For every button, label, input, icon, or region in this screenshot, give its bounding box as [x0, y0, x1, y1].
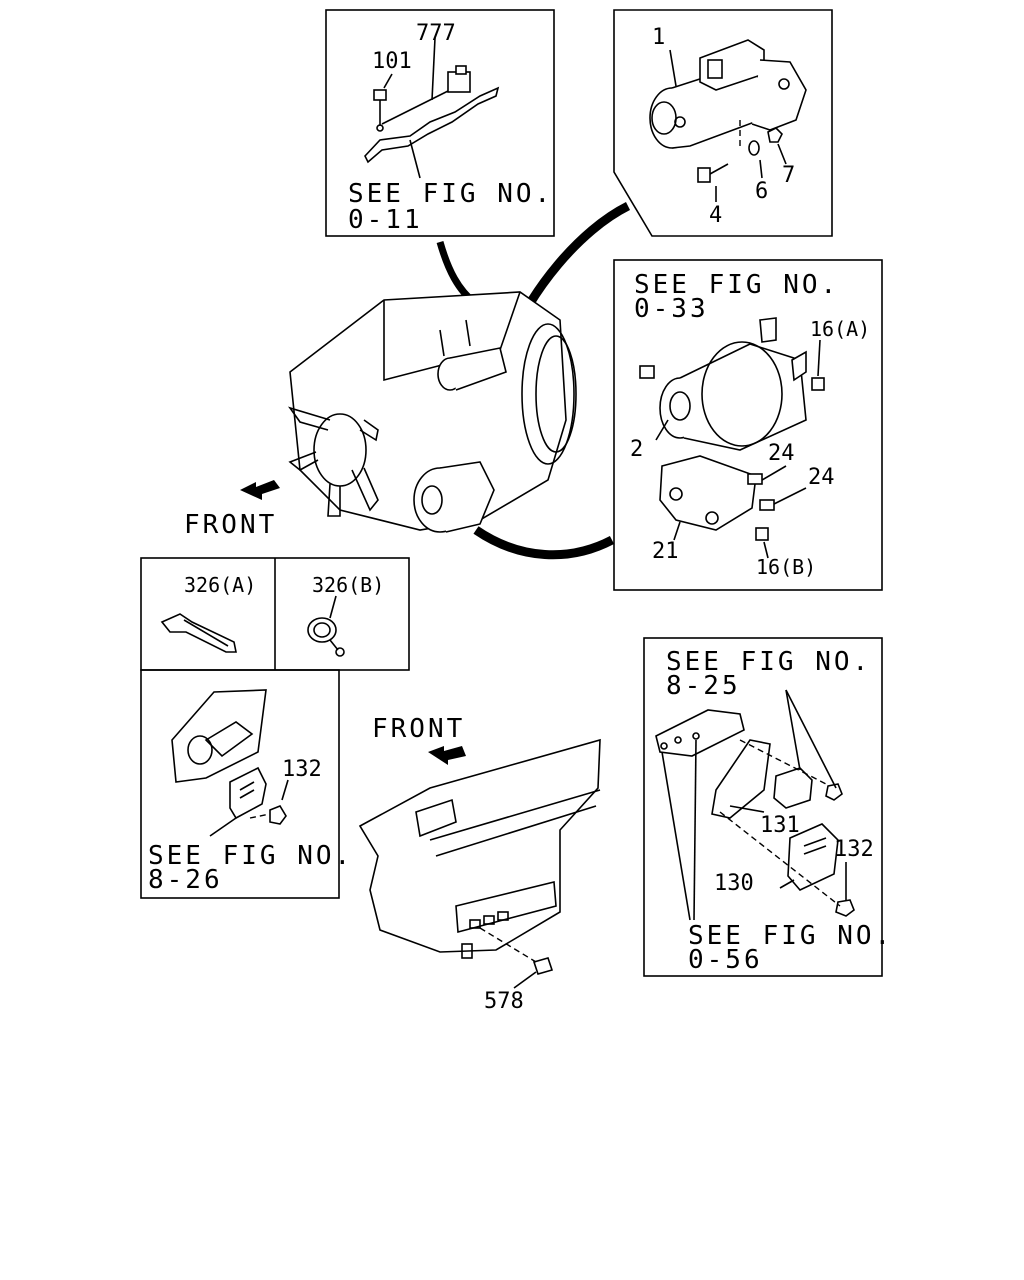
part-1-label: 1 [652, 25, 665, 50]
engine-illustration [240, 291, 577, 533]
part-131-label: 131 [760, 813, 800, 838]
front-label-dashboard: FRONT [372, 714, 465, 744]
see-fig-0-33-line1: SEE FIG NO. [634, 270, 839, 300]
part-6-label: 6 [755, 179, 768, 204]
part-326b-label: 326(B) [312, 573, 384, 597]
part-2-label: 2 [630, 437, 643, 462]
part-130-label: 130 [714, 871, 754, 896]
part-16b-label: 16(B) [756, 555, 816, 579]
starter-box [613, 9, 833, 237]
part-4-label: 4 [709, 203, 722, 228]
part-326a-label: 326(A) [184, 573, 256, 597]
part-7-label: 7 [782, 163, 795, 188]
see-fig-8-26-line1: SEE FIG NO. [148, 841, 353, 871]
see-fig-8-25-line1: SEE FIG NO. [666, 647, 871, 677]
part-578-label: 578 [484, 989, 524, 1014]
relay-box-left [140, 669, 340, 899]
see-fig-0-11-line2: 0-11 [348, 205, 423, 235]
part-101-label: 101 [372, 49, 412, 74]
part-21-label: 21 [652, 539, 679, 564]
see-fig-0-33-line2: 0-33 [634, 294, 709, 324]
part-132-label-left: 132 [282, 757, 322, 782]
harness-box [325, 9, 555, 237]
see-fig-8-25-line2: 8-25 [666, 671, 741, 701]
see-fig-0-56-line2: 0-56 [688, 945, 763, 975]
see-fig-8-26-line2: 8-26 [148, 865, 223, 895]
see-fig-0-11-line1: SEE FIG NO. [348, 179, 553, 209]
part-777-label: 777 [416, 21, 456, 46]
part-16a-label: 16(A) [810, 317, 870, 341]
part-24-label-1: 24 [768, 441, 795, 466]
relay-box-right [643, 637, 883, 977]
front-label-engine: FRONT [184, 510, 277, 540]
part-24-label-2: 24 [808, 465, 835, 490]
alternator-box [613, 259, 883, 591]
part-132-label-right: 132 [834, 837, 874, 862]
dashboard-illustration [358, 738, 601, 989]
see-fig-0-56-line1: SEE FIG NO. [688, 921, 893, 951]
